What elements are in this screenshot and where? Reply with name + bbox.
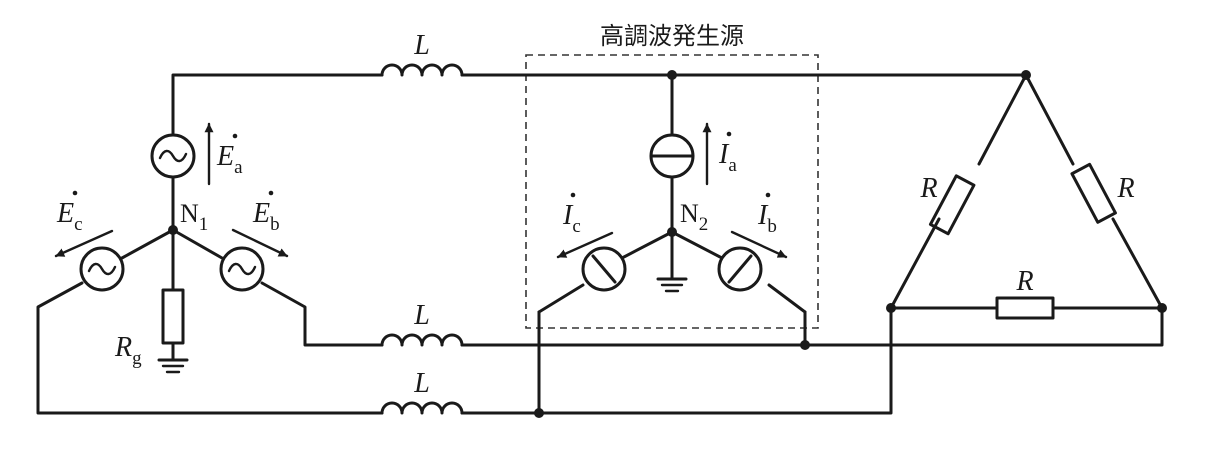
inductor-c	[380, 401, 464, 415]
emf-b-label: Eb	[252, 190, 280, 235]
emf-a-label: Ea	[216, 133, 243, 178]
ground-resistor-label: Rg	[114, 332, 142, 369]
current-c-label: Ic	[562, 192, 581, 237]
svg-text:Ia: Ia	[718, 139, 737, 176]
svg-text:Ea: Ea	[216, 141, 243, 178]
load-resistor-left-label: R	[919, 173, 937, 204]
current-b-arrow	[730, 230, 788, 259]
delta-node-top	[1021, 70, 1031, 80]
ground-resistor	[161, 288, 185, 345]
inductor-b	[380, 333, 464, 347]
ground-icon	[656, 277, 688, 293]
node-n1-dot	[168, 225, 178, 235]
junction-b-dot	[800, 340, 810, 350]
svg-text:Ic: Ic	[562, 200, 581, 237]
emf-b-arrow	[231, 228, 289, 258]
load-resistor-bottom	[995, 296, 1055, 320]
emf-c-arrow	[54, 229, 114, 258]
inductor-b-label: L	[413, 300, 430, 331]
inductor-c-label: L	[413, 368, 430, 399]
current-source-b	[717, 246, 763, 292]
emf-source-b	[219, 246, 265, 292]
svg-text:Ib: Ib	[757, 200, 777, 237]
sine-icon	[227, 262, 257, 276]
current-b-label: Ib	[757, 192, 777, 237]
delta-node-right	[1157, 303, 1167, 313]
emf-c-label: Ec	[56, 190, 83, 235]
line-c-wire	[36, 281, 893, 415]
current-source-a	[649, 133, 695, 179]
current-a-label: Ia	[718, 131, 737, 176]
inductor-a-label: L	[413, 30, 430, 61]
node-n2-label: N2	[680, 199, 708, 235]
current-c-arrow	[556, 231, 614, 259]
node-n2-dot	[667, 227, 677, 237]
harmonic-source-box	[525, 54, 819, 329]
emf-source-c	[79, 246, 125, 292]
node-n1-label: N1	[180, 199, 208, 235]
delta-load-wires	[889, 73, 1164, 310]
current-source-c	[581, 246, 627, 292]
svg-text:Ec: Ec	[56, 198, 83, 235]
junction-c-dot	[534, 408, 544, 418]
svg-text:Eb: Eb	[252, 198, 280, 235]
generator-wye-wires	[120, 175, 224, 362]
sine-icon	[158, 149, 188, 163]
ground-icon	[157, 358, 189, 374]
load-resistor-left	[928, 174, 976, 236]
sine-icon	[87, 262, 117, 276]
harmonic-source-title: 高調波発生源	[600, 22, 744, 50]
load-resistor-right-label: R	[1116, 173, 1134, 204]
junction-a-dot	[667, 70, 677, 80]
line-a-wire	[171, 73, 1028, 137]
inductor-a	[380, 63, 464, 77]
line-b-wire	[260, 281, 1164, 347]
load-resistor-bottom-label: R	[1015, 266, 1033, 297]
emf-source-a	[150, 133, 196, 179]
delta-node-left	[886, 303, 896, 313]
load-resistor-right	[1070, 162, 1117, 224]
source-wye-wires	[620, 73, 724, 280]
